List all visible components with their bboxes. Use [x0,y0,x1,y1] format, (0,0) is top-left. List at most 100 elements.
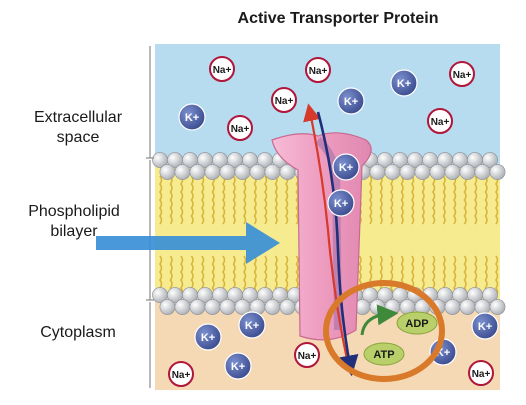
sodium-ion: Na+ [227,115,253,141]
lipid-tail [180,175,184,225]
lipid-tail [253,175,257,225]
potassium-ion: K+ [194,323,222,351]
lipid-tail [264,175,268,225]
lipid-tail [495,255,499,297]
potassium-ion: K+ [390,69,418,97]
lipid-tail [495,175,499,225]
phospholipid-head [219,164,236,180]
atp-highlight-ring [323,280,445,382]
potassium-ion-label: K+ [478,321,492,333]
phospholipid-head [444,164,461,180]
potassium-ion: K+ [224,352,252,380]
phospholipid-head [489,164,506,180]
adp-molecule: ADP [396,311,438,335]
lipid-tail [274,175,278,225]
sodium-ion-label: Na+ [453,70,472,81]
lipid-tail [411,175,415,225]
lipid-tail [421,175,425,225]
potassium-ion-label: K+ [397,78,411,90]
phospholipid-head [204,299,221,315]
k-inward-arrow [316,111,359,377]
lipid-tail [421,255,425,297]
region-brackets [146,46,154,388]
lipid-tail [211,255,215,297]
extracellular-label-line1: Extracellular [33,109,123,126]
extracellular-label-line2: space [56,129,100,146]
phospholipid-head [159,299,176,315]
bilayer-label-line1: Phospholipid [28,203,120,220]
cytoplasm-label: Cytoplasm [40,324,116,341]
phospholipid-head [369,299,386,315]
lipid-tail [474,175,478,225]
phospholipid-head [384,299,401,315]
potassium-ion-label: K+ [201,332,215,344]
phospholipid-head [429,164,446,180]
phospholipid-head [399,164,416,180]
phospholipid-head [459,164,476,180]
adp-label: ADP [405,318,428,330]
phospholipid-head [414,164,431,180]
potassium-ion-label: K+ [185,112,199,124]
atp-label: ATP [373,349,394,361]
sodium-ion: Na+ [209,56,235,82]
phospholipid-head [219,299,236,315]
sodium-ion: Na+ [449,61,475,87]
bilayer-label-line2: bilayer [50,223,98,240]
phospholipid-head [174,164,191,180]
lipid-tail [295,175,299,225]
phospholipid-head [264,164,281,180]
phospholipid-head [159,164,176,180]
lipid-tail [390,255,394,297]
phospholipid-head [189,164,206,180]
lipid-tail [285,175,289,225]
lipid-tail [190,175,194,225]
sodium-ion: Na+ [305,57,331,83]
lipid-tail [201,175,205,225]
lipid-tail [390,175,394,225]
phospholipid-head [459,299,476,315]
sodium-ion: Na+ [427,108,453,134]
bilayer-label: Phospholipid bilayer [4,202,144,242]
lipid-tail [379,175,383,225]
phospholipid-head [204,164,221,180]
sodium-ion-label: Na+ [298,351,317,362]
potassium-ion: K+ [327,189,355,217]
lipid-tail [253,255,257,297]
phospholipid-head [279,299,296,315]
potassium-ion: K+ [178,103,206,131]
sodium-ion-label: Na+ [472,369,491,380]
sodium-ion-label: Na+ [275,96,294,107]
phospholipid-head [482,287,498,303]
sodium-ion-label: Na+ [309,66,328,77]
sodium-ion: Na+ [468,360,494,386]
lipid-tail [232,175,236,225]
lipid-tail [222,175,226,225]
phospholipid-head [234,164,251,180]
sodium-ion-label: Na+ [231,124,250,135]
lipid-tail [211,175,215,225]
phosphate-transfer-arrow [360,304,399,336]
lipid-tail [453,175,457,225]
potassium-ion-label: K+ [339,162,353,174]
phospholipid-head [369,164,386,180]
potassium-ion: K+ [337,87,365,115]
lipid-tail [432,175,436,225]
potassium-ion: K+ [238,311,266,339]
phospholipid-head [482,152,498,168]
sodium-ion-label: Na+ [431,117,450,128]
lipid-tail [463,255,467,297]
lipid-tail [159,175,163,225]
potassium-ion: K+ [471,312,499,340]
lipid-tail [400,175,404,225]
phospholipid-head [489,299,506,315]
phospholipid-head [249,164,266,180]
phospholipid-head [174,299,191,315]
lipid-tail [453,255,457,297]
na-outward-arrow [303,103,350,365]
phospholipid-head [444,299,461,315]
lipid-tail [463,175,467,225]
phospholipid-head [474,164,491,180]
sodium-ion-label: Na+ [172,370,191,381]
sodium-ion: Na+ [294,342,320,368]
